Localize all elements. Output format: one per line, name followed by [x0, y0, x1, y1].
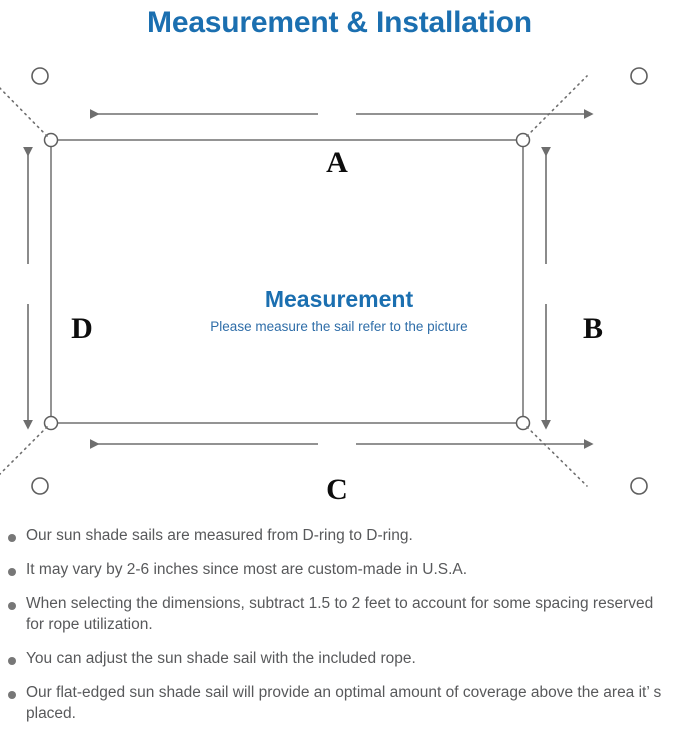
list-item-text: Our sun shade sails are measured from D-…: [26, 527, 413, 544]
anchor-point-icon-top-right: [630, 67, 648, 85]
measurement-diagram: Measurement Please measure the sail refe…: [0, 52, 679, 522]
list-item: Our sun shade sails are measured from D-…: [8, 526, 679, 547]
list-item-text: You can adjust the sun shade sail with t…: [26, 649, 416, 667]
dimension-label-c: C: [326, 473, 348, 506]
list-item-text: When selecting the dimensions, subtract …: [26, 594, 654, 633]
bullet-dot-icon: [8, 656, 16, 665]
dimension-arrows: [23, 109, 594, 449]
page-title: Measurement & Installation: [147, 6, 532, 39]
d-ring-icon-top-left: [43, 132, 59, 148]
list-item: You can adjust the sun shade sail with t…: [8, 649, 679, 670]
rope-line-bottom-right: [526, 426, 588, 487]
bullet-list: Our sun shade sails are measured from D-…: [8, 526, 679, 737]
bullet-dot-icon: [8, 567, 16, 576]
rope-line-top-right: [526, 75, 588, 137]
sail-rectangle: [50, 139, 524, 424]
dimension-label-d: D: [71, 312, 93, 345]
d-ring-icon-bottom-right: [515, 415, 531, 431]
d-ring-icon-top-right: [515, 132, 531, 148]
bullet-dot-icon: [8, 690, 16, 699]
rope-line-bottom-left: [0, 426, 48, 476]
list-item: When selecting the dimensions, subtract …: [8, 594, 679, 636]
list-item-text: It may vary by 2-6 inches since most are…: [26, 560, 468, 578]
rope-lines: [0, 75, 588, 487]
d-ring-icon-group: [43, 132, 531, 431]
list-item: It may vary by 2-6 inches since most are…: [8, 560, 679, 581]
list-item: Our flat-edged sun shade sail will provi…: [8, 683, 679, 725]
d-ring-icon-bottom-left: [43, 415, 59, 431]
bullet-dot-icon: [8, 534, 16, 542]
dimension-label-b: B: [582, 312, 603, 345]
list-item-text: Our flat-edged sun shade sail will provi…: [26, 683, 662, 722]
dimension-label-a: A: [326, 146, 348, 179]
diagram-svg: [0, 67, 648, 495]
bullet-dot-icon: [8, 601, 16, 610]
rope-line-top-left: [0, 87, 48, 137]
anchor-point-icon-bottom-right: [630, 477, 648, 495]
anchor-point-icon-top-left: [31, 67, 49, 85]
anchor-point-icon-bottom-left: [31, 477, 49, 495]
anchor-point-group: [31, 67, 648, 495]
